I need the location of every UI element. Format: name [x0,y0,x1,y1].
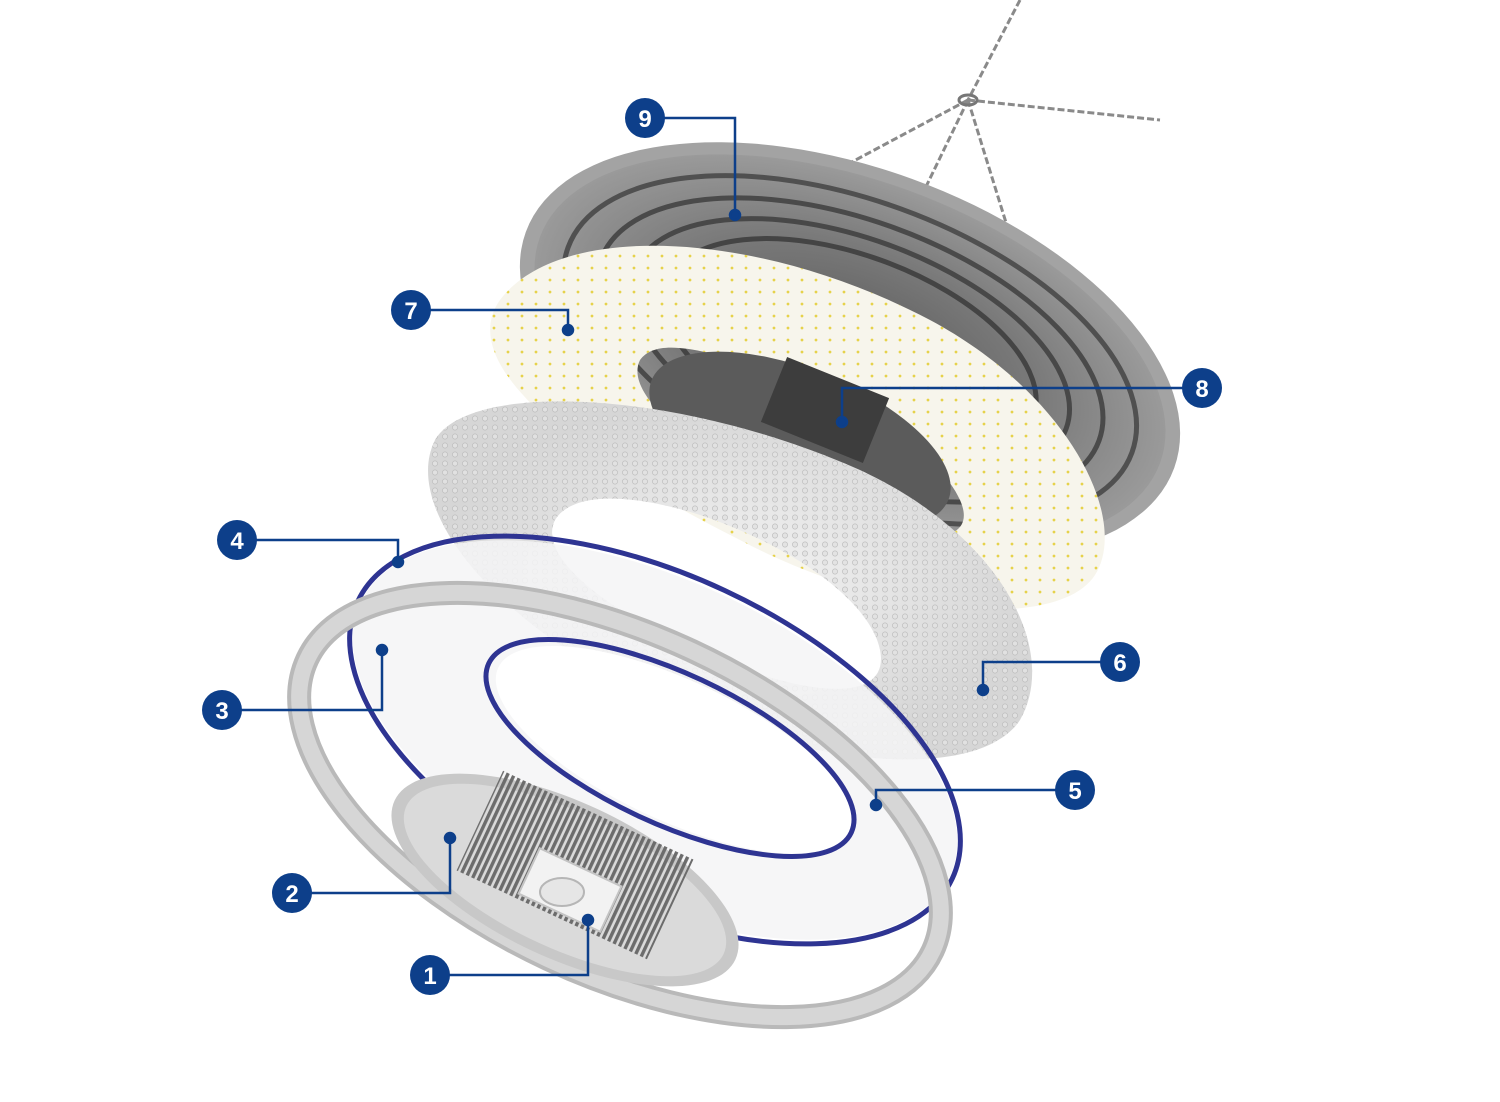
callout-8: 8 [1182,368,1222,408]
optical-lens [428,401,1033,760]
sensor-module [517,846,623,934]
leader-dot-5 [869,798,883,812]
leader-2 [292,838,452,895]
svg-text:7: 7 [404,298,417,325]
leader-7 [411,308,570,330]
svg-text:2: 2 [285,881,298,908]
led-board [490,245,1105,610]
leader-6 [981,660,1120,690]
leader-dot-9 [728,208,742,222]
callout-badges: 1 2 3 4 5 6 7 8 [202,98,1222,995]
callout-leaders [222,116,1202,977]
leader-dot-6 [976,683,990,697]
leader-dot-4 [391,555,405,569]
leader-dot-1 [581,913,595,927]
callout-4: 4 [217,520,257,560]
callout-3: 3 [202,690,242,730]
svg-text:1: 1 [423,963,436,990]
callout-9: 9 [625,98,665,138]
svg-text:3: 3 [215,698,228,725]
callout-2: 2 [272,873,312,913]
leader-dot-7 [561,323,575,337]
leader-1 [430,920,590,977]
frame-ring [287,580,953,1030]
callout-1: 1 [410,955,450,995]
leader-4 [237,538,400,562]
callout-7: 7 [391,290,431,330]
svg-text:4: 4 [230,528,244,555]
cover-glass [352,540,958,940]
callout-5: 5 [1055,770,1095,810]
leader-dot-2 [443,831,457,845]
leader-8 [840,386,1202,422]
leader-dot-3 [375,643,389,657]
callout-6: 6 [1100,642,1140,682]
svg-text:6: 6 [1113,650,1126,677]
leader-9 [645,116,737,215]
leader-3 [222,650,384,712]
svg-text:5: 5 [1068,778,1081,805]
svg-text:8: 8 [1195,376,1208,403]
leader-dot-8 [835,415,849,429]
svg-text:9: 9 [638,106,651,133]
